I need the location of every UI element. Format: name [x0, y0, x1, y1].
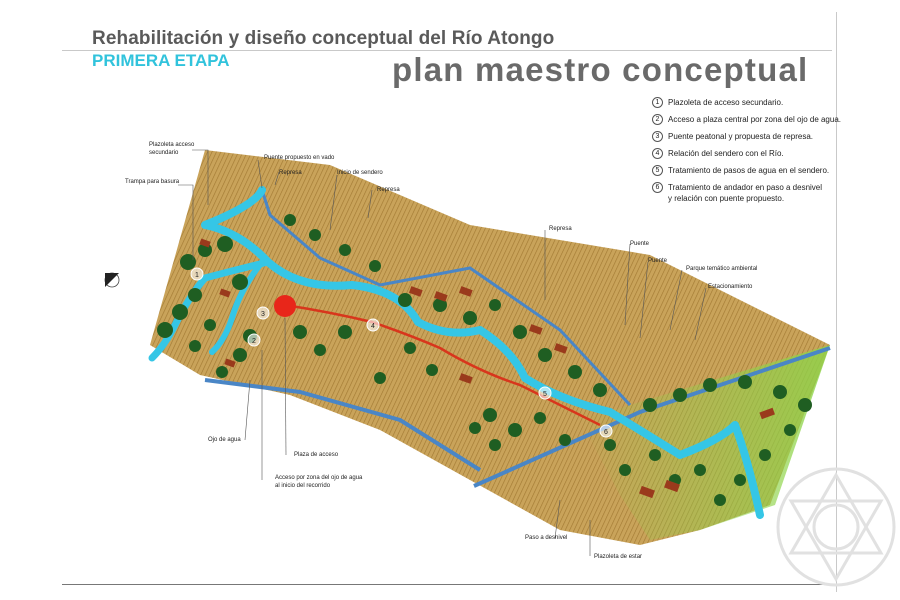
marker: 6 — [599, 424, 613, 438]
marker-number: 3 — [261, 311, 265, 318]
marker-number: 6 — [604, 429, 608, 436]
marker-number: 5 — [543, 391, 547, 398]
callout-trampa-basura: Trampa para basura — [125, 179, 180, 185]
marker: 5 — [538, 386, 552, 400]
legend-text: Tratamiento de andador en paso a desnive… — [668, 183, 823, 203]
legend-text: Puente peatonal y propuesta de represa. — [668, 132, 813, 141]
river — [201, 186, 764, 519]
legend-text: Acceso a plaza central por zona del ojo … — [668, 115, 842, 124]
callout-plaza-acceso: Plaza de acceso — [294, 452, 339, 458]
marker: 2 — [247, 333, 261, 347]
marker: 3 — [256, 306, 270, 320]
legend-item: 6 Tratamiento de andador en paso a desniv… — [652, 182, 852, 204]
central-plaza — [274, 295, 296, 317]
callout-parque-tematico: Parque temático ambiental — [686, 266, 758, 272]
callout-puente: Puente — [630, 241, 650, 247]
legend-number: 3 — [652, 131, 663, 142]
legend-text: Tratamiento de pasos de agua en el sende… — [668, 166, 830, 175]
marker: 1 — [190, 267, 204, 281]
callout-paso-desnivel: Paso a desnivel — [525, 535, 568, 541]
main-heading: plan maestro conceptual — [392, 51, 809, 88]
road — [204, 378, 482, 472]
callout-puente: Puente — [648, 258, 668, 264]
callout-plazoleta-estar: Plazoleta de estar — [594, 554, 643, 560]
tree-clusters — [157, 214, 812, 506]
legend-item: 3 Puente peatonal y propuesta de represa. — [652, 131, 852, 142]
right-rule — [836, 12, 837, 592]
legend-number: 4 — [652, 148, 663, 159]
page-subtitle: PRIMERA ETAPA — [92, 51, 230, 70]
road — [473, 346, 831, 488]
top-rule — [62, 50, 832, 51]
callout-acceso-ojo: Acceso por zona del ojo de agua al inici… — [275, 475, 363, 489]
legend: 1 Plazoleta de acceso secundario. 2 Acceso… — [652, 97, 852, 210]
legend-number: 6 — [652, 182, 663, 193]
leader-lines — [178, 149, 707, 556]
legend-item: 4 Relación del sendero con el Río. — [652, 148, 852, 159]
legend-number: 5 — [652, 165, 663, 176]
legend-number: 1 — [652, 97, 663, 108]
marker-number: 2 — [252, 338, 256, 345]
river-branch — [209, 259, 265, 355]
map-markers: 1 2 3 4 5 6 — [190, 267, 613, 438]
logo-mark — [776, 467, 896, 587]
marker: 4 — [366, 318, 380, 332]
buildings — [199, 238, 775, 499]
north-arrow-icon — [104, 272, 120, 288]
legend-text: Plazoleta de acceso secundario. — [668, 98, 784, 107]
bottom-rule — [62, 584, 836, 585]
legend-item: 2 Acceso a plaza central por zona del ojo… — [652, 114, 852, 125]
callout-puente-vado: Puente propuesto en vado — [264, 155, 335, 161]
legend-item: 5 Tratamiento de pasos de agua en el send… — [652, 165, 852, 176]
road — [260, 189, 632, 407]
page-title: Rehabilitación y diseño conceptual del R… — [92, 28, 555, 49]
marker-number: 4 — [371, 323, 375, 330]
callout-ojo-agua: Ojo de agua — [208, 437, 241, 443]
callout-inicio-sendero: Inicio de sendero — [337, 170, 383, 176]
legend-text: Relación del sendero con el Río. — [668, 149, 784, 158]
callout-represa: Represa — [549, 226, 572, 232]
callout-plazoleta-acceso: Plazoleta acceso secundario — [149, 142, 195, 156]
callout-estacionamiento: Estacionamiento — [708, 284, 753, 290]
legend-item: 1 Plazoleta de acceso secundario. — [652, 97, 852, 108]
callout-represa: Represa — [279, 170, 302, 176]
marker-number: 1 — [195, 272, 199, 279]
legend-number: 2 — [652, 114, 663, 125]
callout-represa: Represa — [377, 187, 400, 193]
